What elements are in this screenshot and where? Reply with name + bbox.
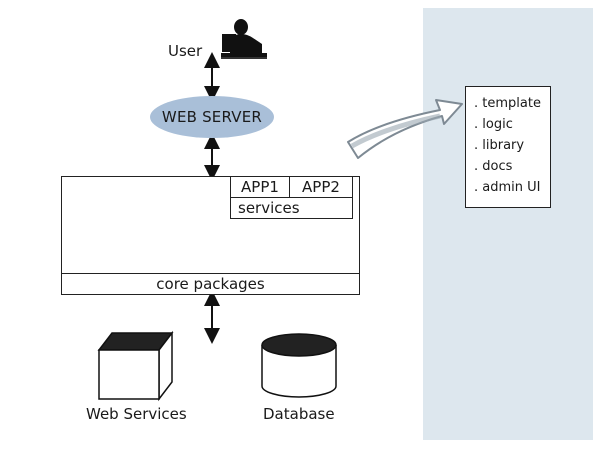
web-services-label: Web Services bbox=[86, 405, 187, 423]
web-server-label: WEB SERVER bbox=[161, 108, 263, 126]
user-at-computer-icon bbox=[221, 19, 267, 59]
services-label: services bbox=[238, 199, 300, 217]
app1-label: APP1 bbox=[241, 178, 279, 196]
core-packages-label: core packages bbox=[156, 275, 265, 293]
callout-arrow bbox=[347, 99, 463, 159]
app2-box: APP2 bbox=[289, 176, 353, 198]
services-box: services bbox=[230, 197, 353, 219]
cube-icon bbox=[97, 330, 174, 402]
cylinder-database-icon bbox=[261, 333, 337, 398]
app1-box: APP1 bbox=[230, 176, 290, 198]
detail-panel-background bbox=[423, 8, 593, 440]
app2-label: APP2 bbox=[302, 178, 340, 196]
features-list-box: . template . logic . library . docs . ad… bbox=[465, 86, 551, 208]
web-server-node: WEB SERVER bbox=[150, 96, 274, 138]
feature-item: . docs bbox=[474, 159, 513, 174]
database-label: Database bbox=[263, 405, 335, 423]
feature-item: . library bbox=[474, 138, 525, 153]
feature-item: . logic bbox=[474, 117, 513, 132]
feature-item: . template bbox=[474, 96, 541, 111]
user-label: User bbox=[168, 42, 203, 60]
core-packages-box: core packages bbox=[61, 273, 360, 295]
feature-item: . admin UI bbox=[474, 180, 541, 195]
